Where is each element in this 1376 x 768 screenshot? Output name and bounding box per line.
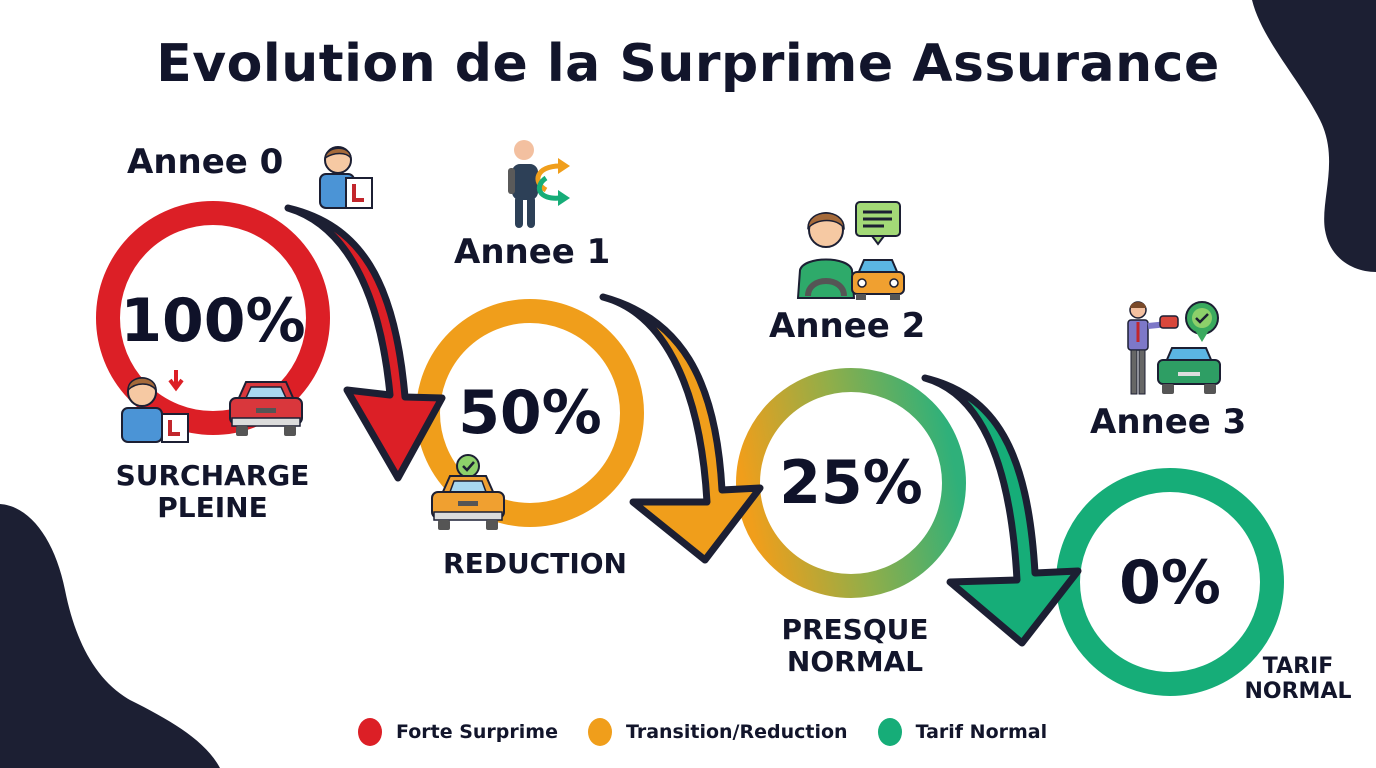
caption-annee-3: TARIF NORMAL	[1244, 654, 1352, 705]
legend-dot-green	[877, 718, 902, 746]
caption-annee-1: REDUCTION	[443, 547, 627, 580]
person-transition-arrows-icon	[508, 140, 570, 228]
ring-annee-2	[736, 368, 966, 598]
year-label-annee-3: Annee 3	[1090, 402, 1247, 442]
caption-annee-2: PRESQUE NORMAL	[781, 613, 929, 679]
agent-with-green-car-check-icon	[1127, 301, 1221, 395]
legend-label: Tarif Normal	[915, 721, 1048, 743]
orange-car-check-icon	[431, 454, 505, 530]
value-annee-2: 25%	[779, 448, 923, 518]
page-title: Evolution de la Surprime Assurance	[156, 34, 1220, 94]
young-driver-l-plate-icon	[121, 370, 189, 443]
legend: Forte Surprime Transition/Reduction Tari…	[358, 718, 1077, 746]
red-car-icon	[229, 381, 303, 436]
value-annee-3: 0%	[1119, 548, 1221, 618]
young-driver-l-plate-icon	[319, 146, 373, 209]
decorative-blob-top-right	[1252, 0, 1376, 272]
legend-dot-red	[358, 718, 382, 746]
caption-annee-0: SURCHARGE PLEINE	[115, 459, 310, 525]
year-label-annee-0: Annee 0	[127, 142, 284, 182]
ring-annee-0	[96, 201, 330, 435]
year-label-annee-2: Annee 2	[769, 306, 926, 346]
decorative-blob-bottom-left	[0, 504, 220, 768]
value-annee-1: 50%	[458, 378, 602, 448]
legend-label: Forte Surprime	[396, 721, 558, 743]
driver-steering-wheel-car-icon	[796, 201, 905, 300]
legend-item-forte-surprime: Forte Surprime	[358, 718, 558, 746]
arrow-red	[284, 204, 446, 482]
arrow-green	[921, 374, 1082, 647]
legend-dot-orange	[587, 718, 612, 746]
legend-label: Transition/Reduction	[625, 721, 848, 743]
value-annee-0: 100%	[120, 286, 306, 356]
year-label-annee-1: Annee 1	[454, 232, 611, 272]
legend-item-tarif-normal: Tarif Normal	[877, 718, 1048, 746]
legend-item-transition-reduction: Transition/Reduction	[587, 718, 848, 746]
arrow-orange	[599, 293, 764, 564]
